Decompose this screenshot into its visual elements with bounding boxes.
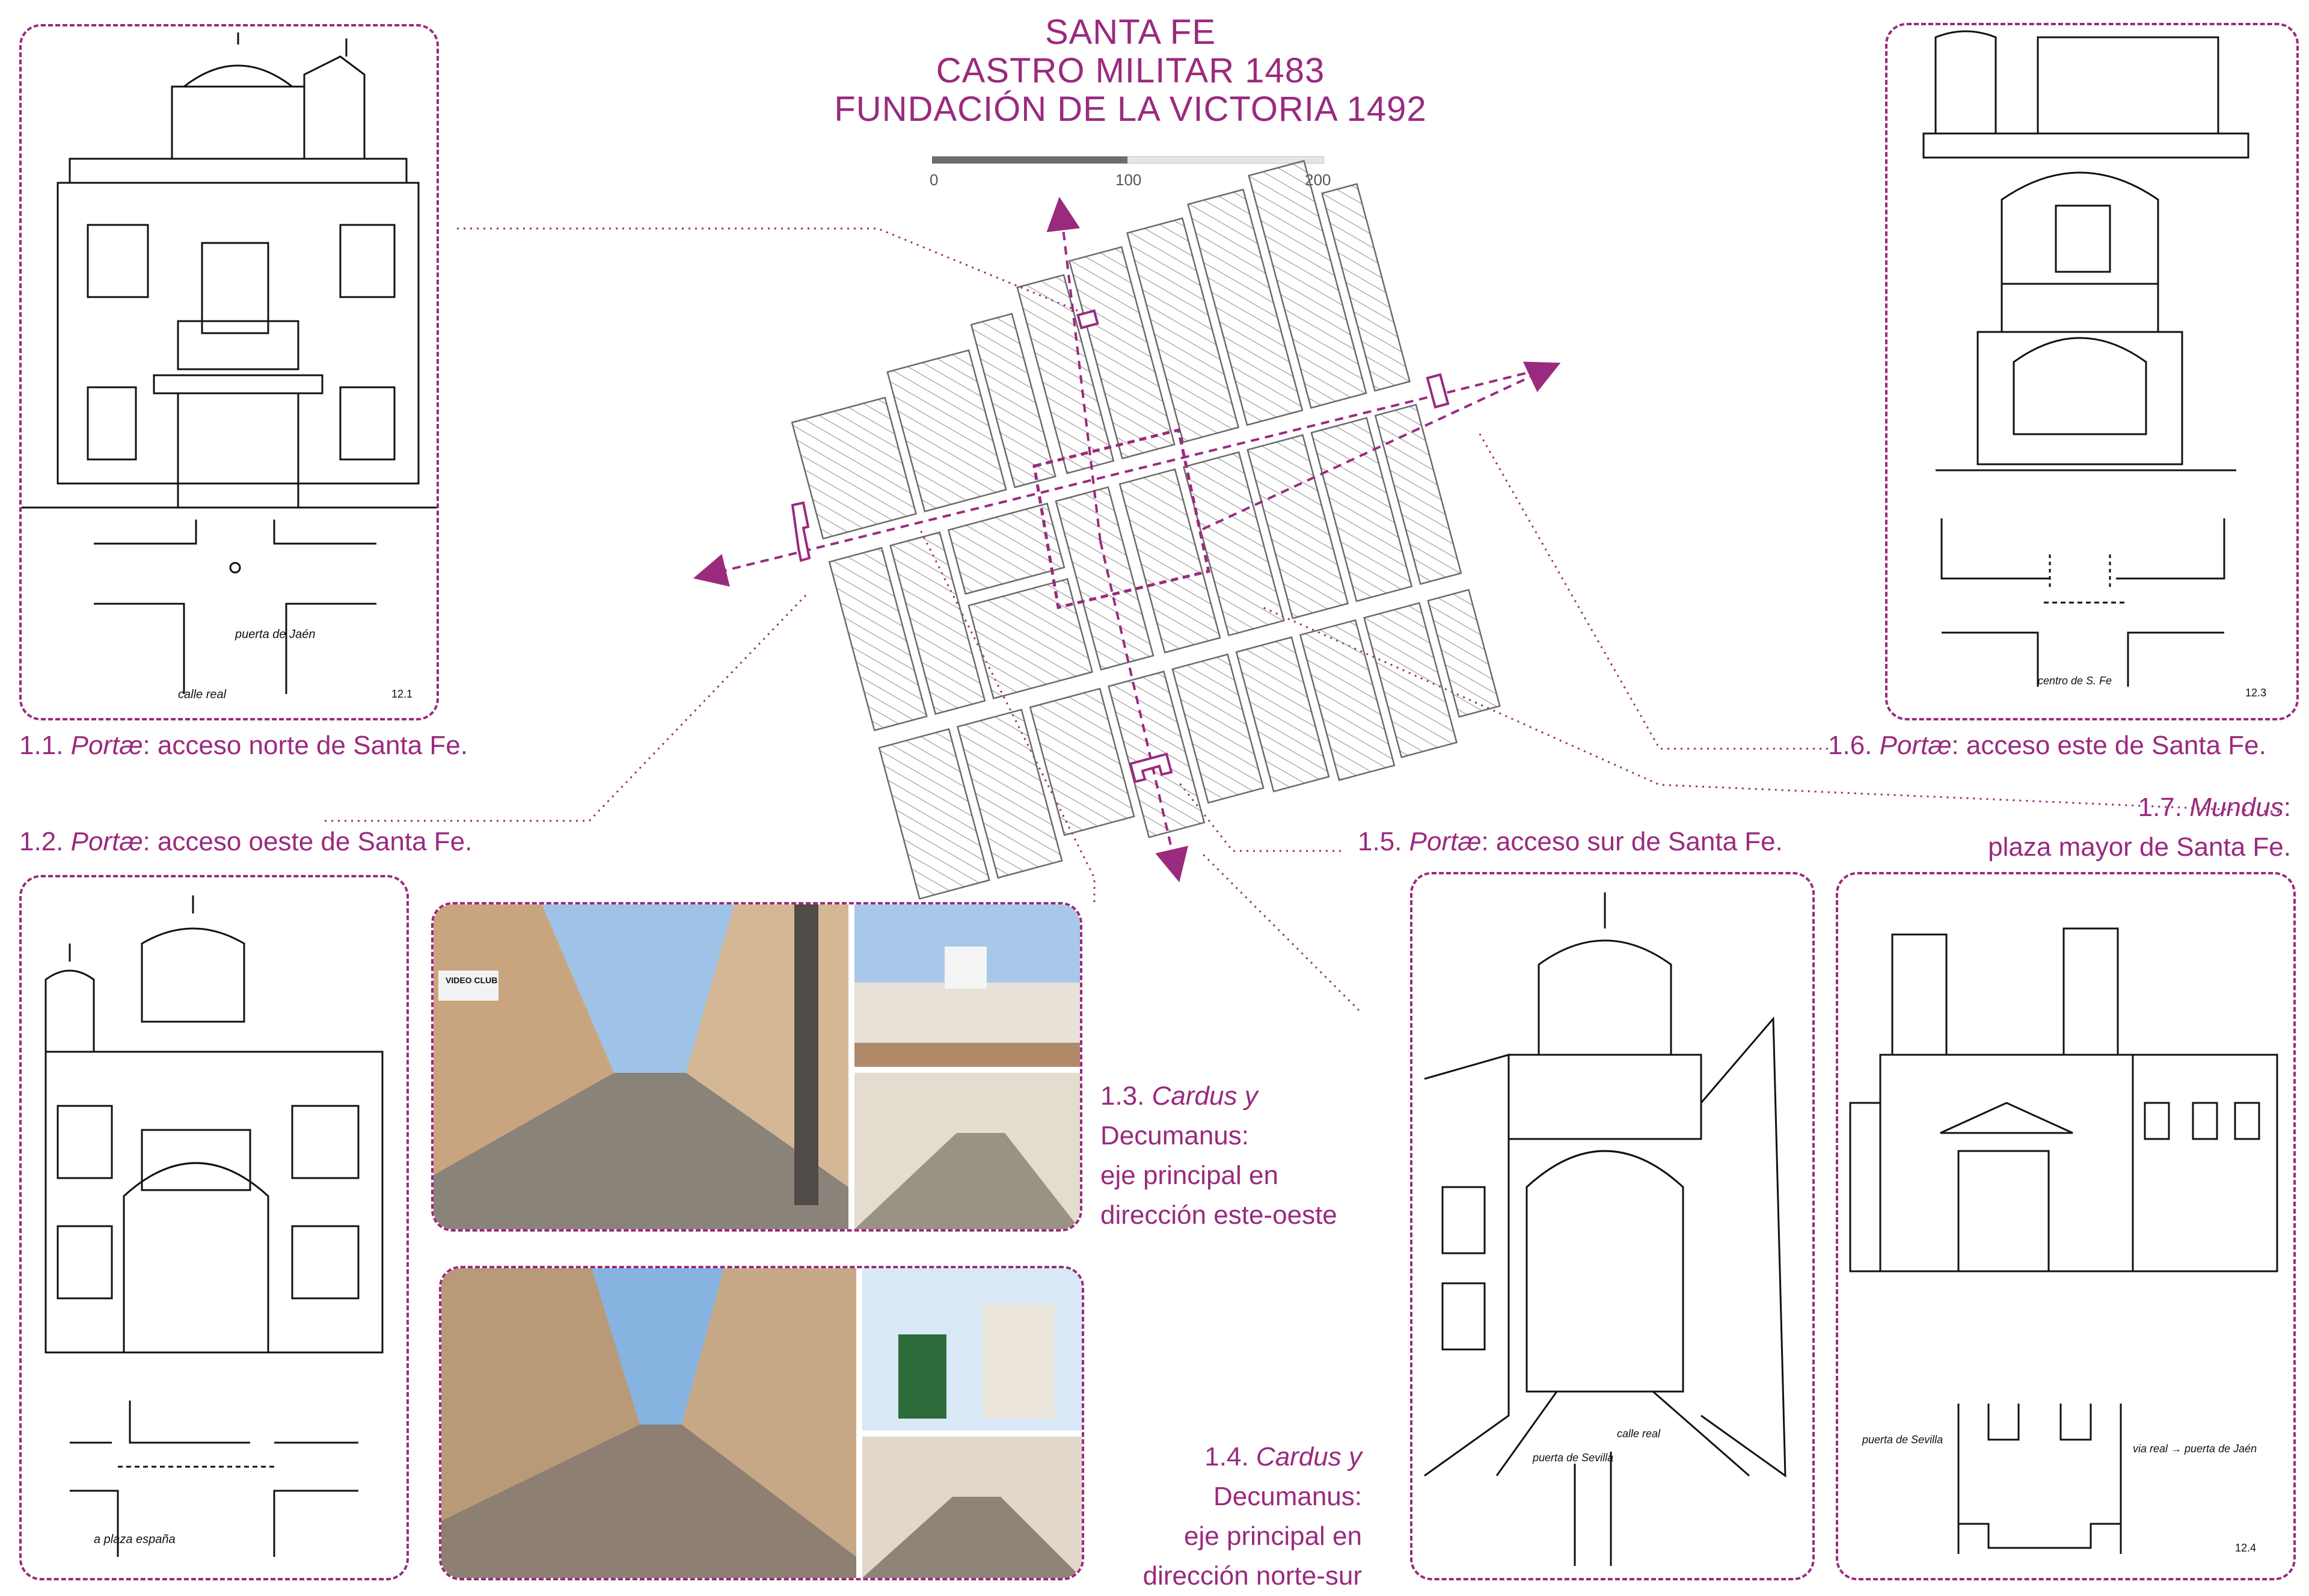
caption-1-3-num: 1.3. bbox=[1100, 1081, 1145, 1111]
caption-1-5-term: Portæ bbox=[1409, 827, 1482, 856]
title-line-2: CASTRO MILITAR 1483 bbox=[936, 51, 1325, 90]
note-puerta-jaen: puerta de Jaén bbox=[235, 628, 316, 641]
caption-1-1: 1.1. Portæ: acceso norte de Santa Fe. bbox=[19, 731, 468, 761]
diagram-title: SANTA FE CASTRO MILITAR 1483 FUNDACIÓN D… bbox=[770, 13, 1491, 129]
gate-north bbox=[1076, 309, 1099, 330]
caption-1-2-num: 1.2. bbox=[19, 827, 64, 856]
plaza-mayor-outline bbox=[1032, 428, 1210, 610]
street-photo-east-west bbox=[434, 904, 1080, 1229]
scale-bar: 0 100 200 bbox=[930, 150, 1331, 189]
caption-1-2: 1.2. Portæ: acceso oeste de Santa Fe. bbox=[19, 827, 472, 857]
gate-south bbox=[1129, 752, 1173, 784]
caption-1-3-line2: Decumanus: bbox=[1100, 1121, 1250, 1150]
caption-1-6-num: 1.6. bbox=[1828, 731, 1872, 760]
photo-panel-cardus-decumanus-1: VIDEO CLUB bbox=[431, 902, 1082, 1232]
street-photo-north-south bbox=[441, 1268, 1082, 1578]
caption-1-2-text: : acceso oeste de Santa Fe. bbox=[143, 827, 473, 856]
caption-1-3-line4: dirección este-oeste bbox=[1100, 1200, 1337, 1230]
caption-1-4: 1.4. Cardus y Decumanus: eje principal e… bbox=[1121, 1437, 1362, 1596]
leader-east bbox=[1478, 432, 1828, 750]
leader-cardus-14 bbox=[1201, 853, 1360, 1011]
north-gate-drawing bbox=[22, 32, 437, 694]
caption-1-4-line2: Decumanus: bbox=[1213, 1482, 1362, 1511]
sketch-panel-south-gate: puerta de Sevilla calle real bbox=[1410, 872, 1815, 1580]
caption-1-6-text: : acceso este de Santa Fe. bbox=[1951, 731, 2266, 760]
caption-1-1-term: Portæ bbox=[70, 731, 143, 760]
page-number-121: 12.1 bbox=[391, 688, 413, 700]
city-blocks bbox=[791, 159, 1501, 900]
scale-tick-100: 100 bbox=[1115, 171, 1142, 189]
caption-1-7-num: 1.7. bbox=[2138, 793, 2182, 822]
decumanus-axis-east bbox=[1202, 361, 1561, 530]
leader-mundus bbox=[1262, 606, 2280, 813]
caption-1-5-num: 1.5. bbox=[1358, 827, 1402, 856]
note-calle-real: calle real bbox=[178, 688, 227, 701]
page-number-123: 12.3 bbox=[2245, 687, 2267, 699]
caption-1-3-term: Cardus y bbox=[1151, 1081, 1258, 1111]
note-puerta-sevilla: puerta de Sevilla bbox=[1533, 1452, 1614, 1464]
caption-1-7: 1.7. Mundus: plaza mayor de Santa Fe. bbox=[1972, 788, 2291, 867]
sketch-panel-plaza-mayor: puerta de Sevilla via real → puerta de J… bbox=[1836, 872, 2296, 1580]
page-number-124: 12.4 bbox=[2235, 1542, 2257, 1554]
plaza-mayor-drawing bbox=[1849, 927, 2278, 1554]
caption-1-5: 1.5. Portæ: acceso sur de Santa Fe. bbox=[1358, 827, 1783, 857]
note-calle-real-south: calle real bbox=[1617, 1428, 1661, 1440]
east-gate-drawing bbox=[1922, 30, 2249, 687]
west-gate-drawing bbox=[44, 895, 384, 1557]
cardus-axis-north bbox=[1046, 197, 1102, 542]
caption-1-7-line2: plaza mayor de Santa Fe. bbox=[1988, 832, 2291, 862]
caption-1-4-term: Cardus y bbox=[1256, 1442, 1362, 1472]
caption-1-2-term: Portæ bbox=[70, 827, 143, 856]
gate-west bbox=[791, 501, 811, 562]
gate-east bbox=[1426, 373, 1450, 409]
sketch-panel-north-gate: puerta de Jaén calle real 12.1 bbox=[19, 24, 439, 720]
note-centro-santa-fe: centro de S. Fe bbox=[2038, 675, 2112, 687]
leader-cardus-13 bbox=[919, 529, 1096, 902]
cardus-axis-south bbox=[1099, 541, 1188, 883]
caption-1-1-num: 1.1. bbox=[19, 731, 64, 760]
caption-1-3: 1.3. Cardus y Decumanus: eje principal e… bbox=[1100, 1076, 1337, 1235]
caption-1-3-line3: eje principal en bbox=[1100, 1161, 1278, 1190]
axes bbox=[693, 197, 1561, 883]
title-line-1: SANTA FE bbox=[1044, 13, 1216, 52]
caption-1-5-text: : acceso sur de Santa Fe. bbox=[1481, 827, 1783, 856]
caption-1-4-line4: dirección norte-sur bbox=[1142, 1561, 1362, 1591]
note-via-real: via real → puerta de Jaén bbox=[2133, 1443, 2257, 1455]
caption-1-4-line3: eje principal en bbox=[1184, 1521, 1362, 1551]
leader-north bbox=[457, 227, 1083, 314]
leader-west bbox=[325, 594, 807, 822]
note-puerta-sevilla-plaza: puerta de Sevilla bbox=[1862, 1434, 1943, 1446]
caption-1-1-text: : acceso norte de Santa Fe. bbox=[143, 731, 468, 760]
caption-1-7-text: : bbox=[2283, 793, 2291, 822]
caption-1-6-term: Portæ bbox=[1879, 731, 1952, 760]
shop-sign-video-club: VIDEO CLUB bbox=[446, 975, 498, 985]
gate-markers bbox=[791, 309, 1450, 784]
sketch-panel-west-gate: a plaza españa bbox=[19, 875, 409, 1580]
caption-1-4-num: 1.4. bbox=[1204, 1442, 1249, 1472]
title-line-3: FUNDACIÓN DE LA VICTORIA 1492 bbox=[834, 90, 1427, 129]
sketch-panel-east-gate: centro de S. Fe 12.3 bbox=[1885, 23, 2299, 720]
scale-tick-0: 0 bbox=[930, 171, 939, 189]
caption-1-7-term: Mundus bbox=[2189, 793, 2284, 822]
scale-bar-segment bbox=[932, 156, 1127, 164]
caption-1-6: 1.6. Portæ: acceso este de Santa Fe. bbox=[1828, 731, 2266, 761]
note-a-plaza-espana: a plaza españa bbox=[94, 1533, 176, 1546]
south-gate-drawing bbox=[1424, 892, 1786, 1566]
photo-panel-cardus-decumanus-2 bbox=[439, 1266, 1084, 1580]
decumanus-axis-west bbox=[693, 369, 1540, 587]
